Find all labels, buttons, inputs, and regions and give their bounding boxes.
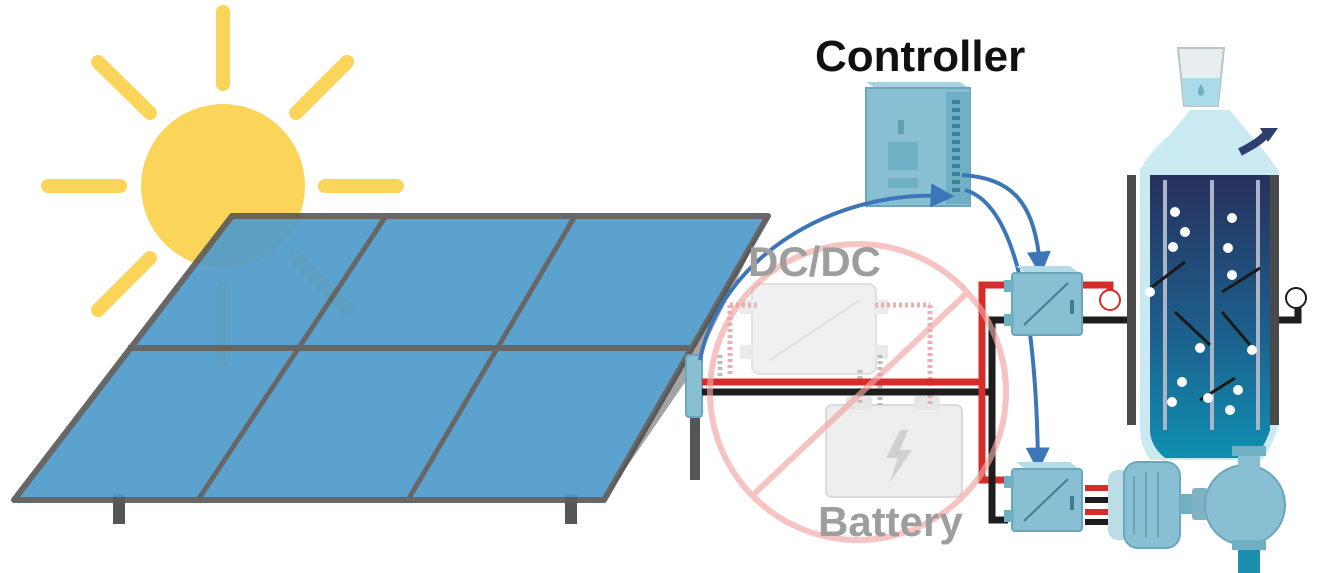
dc-dc-converter-electrolyzer <box>1004 266 1083 336</box>
dc-dc-label: DC/DC <box>748 238 881 285</box>
prohibited-sign <box>707 241 1009 543</box>
controller-box <box>865 82 972 207</box>
battery-icon <box>825 396 963 498</box>
water-glass-icon <box>1176 47 1226 107</box>
dc-dc-converter-faded <box>740 283 888 375</box>
control-signals <box>698 173 1051 472</box>
power-wiring <box>702 281 1302 525</box>
controller-label: Controller <box>815 32 1026 81</box>
battery-label: Battery <box>818 498 963 545</box>
pump-motor <box>1108 446 1286 573</box>
junction-box <box>685 354 703 418</box>
dc-dc-converter-pump <box>1004 462 1083 532</box>
solar-panel <box>11 213 771 503</box>
lightning-bolt-icon <box>886 430 912 482</box>
electrolyzer <box>1099 47 1307 460</box>
